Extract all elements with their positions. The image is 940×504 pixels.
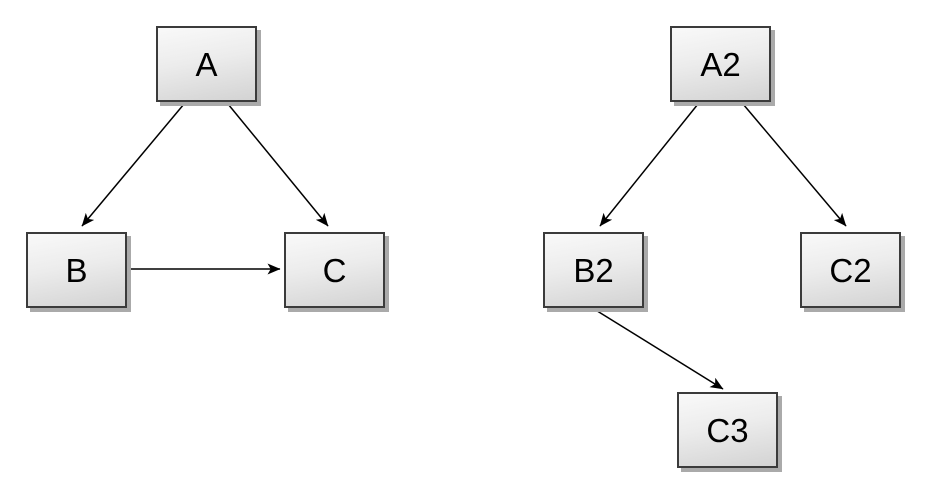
node-B-label: B [65, 251, 88, 289]
edge-A-C[interactable] [227, 103, 329, 227]
edge-A-B[interactable] [81, 103, 185, 227]
edge-A2-C2[interactable] [742, 103, 847, 227]
node-A[interactable]: A [156, 26, 257, 102]
node-B2-label: B2 [573, 251, 614, 289]
node-B2[interactable]: B2 [543, 232, 644, 308]
node-C[interactable]: C [284, 232, 385, 308]
node-C2-label: C2 [829, 251, 872, 289]
node-A2-label: A2 [700, 45, 741, 83]
node-C3-label: C3 [706, 411, 749, 449]
edge-A2-B2[interactable] [599, 103, 699, 227]
node-B[interactable]: B [26, 232, 127, 308]
node-C3[interactable]: C3 [677, 392, 778, 468]
node-C-label: C [322, 251, 347, 289]
node-C2[interactable]: C2 [800, 232, 901, 308]
node-A-label: A [195, 45, 218, 83]
edge-B2-C3[interactable] [593, 308, 724, 390]
node-A2[interactable]: A2 [670, 26, 771, 102]
